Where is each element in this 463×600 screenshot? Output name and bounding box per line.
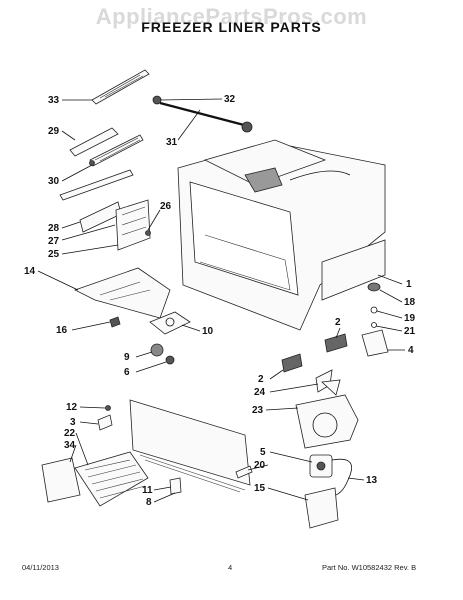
- callout-2-lower: 2: [258, 374, 264, 385]
- callout-31: 31: [166, 137, 178, 148]
- callout-24: 24: [254, 387, 266, 398]
- callout-2-upper: 2: [335, 317, 341, 328]
- callout-26: 26: [160, 201, 172, 212]
- callout-20: 20: [254, 460, 266, 471]
- part-22-34-grille: [41, 451, 149, 507]
- callout-27: 27: [48, 236, 60, 247]
- callout-9: 9: [124, 352, 130, 363]
- part-16-clip: [109, 316, 121, 328]
- footer-part-number: Part No. W10582432 Rev. B: [322, 563, 417, 572]
- callout-13: 13: [366, 475, 378, 486]
- part-20-strip: [235, 465, 253, 479]
- callout-10: 10: [202, 326, 214, 337]
- callout-labels: 33 32 31 29 30 26 28 27 25 14 1 18 19 21…: [24, 94, 416, 508]
- callout-11: 11: [142, 485, 153, 496]
- callout-15: 15: [254, 483, 266, 494]
- watermark-text: AppliancePartsPros.com: [95, 4, 368, 29]
- part-33-rail: [91, 69, 150, 105]
- callout-23: 23: [252, 405, 264, 416]
- part-15-motor-bracket: [304, 487, 339, 529]
- callout-8: 8: [146, 497, 152, 508]
- callout-3: 3: [70, 417, 76, 428]
- callout-19: 19: [404, 313, 416, 324]
- part-2-foam-block: [281, 333, 348, 373]
- callout-25: 25: [48, 249, 60, 260]
- part-8-11-fastener: [169, 477, 182, 495]
- part-31-32-rod: [152, 95, 253, 133]
- callout-5: 5: [260, 447, 266, 458]
- part-24-fan-blade: [315, 369, 341, 396]
- callout-16: 16: [56, 325, 68, 336]
- callout-1: 1: [406, 279, 412, 290]
- part-6-9-damper: [150, 343, 175, 365]
- part-1-freezer-liner: [177, 139, 386, 331]
- callout-4: 4: [408, 345, 414, 356]
- callout-29: 29: [48, 126, 60, 137]
- callout-18: 18: [404, 297, 416, 308]
- callout-21: 21: [404, 326, 416, 337]
- footer-date: 04/11/2013: [22, 563, 59, 572]
- part-rear-cover: [129, 399, 251, 493]
- page-title: FREEZER LINER PARTS: [141, 19, 322, 35]
- callout-22: 22: [64, 428, 76, 439]
- footer-page-number: 4: [228, 563, 233, 572]
- part-14-duct: [73, 267, 171, 319]
- part-5-fan-motor: [309, 454, 333, 478]
- part-3-bracket: [97, 414, 113, 431]
- part-29-30-slide: [59, 127, 144, 201]
- leader-lines: [37, 98, 405, 503]
- part-23-fan-shroud: [295, 394, 359, 449]
- callout-28: 28: [48, 223, 60, 234]
- callout-34: 34: [64, 440, 76, 451]
- callout-12: 12: [66, 402, 78, 413]
- callout-33: 33: [48, 95, 60, 106]
- callout-14: 14: [24, 266, 36, 277]
- callout-6: 6: [124, 367, 130, 378]
- callout-32: 32: [224, 94, 236, 105]
- part-10-tape: [149, 311, 191, 335]
- part-18-21-motor-mount: [361, 282, 389, 357]
- part-25-28-bracket: [79, 199, 151, 251]
- callout-30: 30: [48, 176, 60, 187]
- part-12-screw: [105, 405, 111, 411]
